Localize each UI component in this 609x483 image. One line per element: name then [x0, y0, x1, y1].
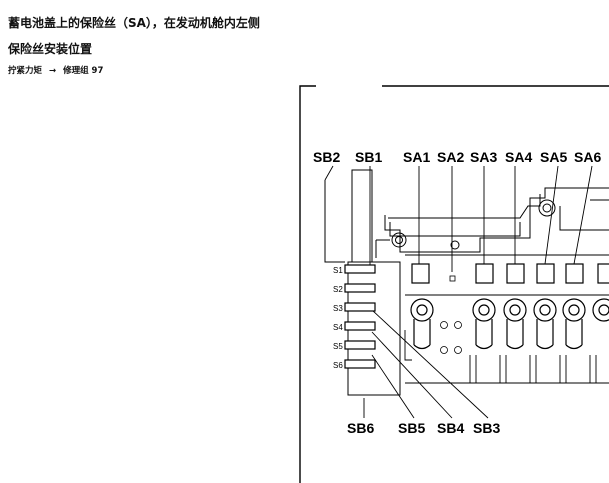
terminal-5 [562, 298, 586, 350]
label-sa6: SA6 [574, 149, 601, 165]
fuse-s4 [344, 321, 376, 331]
label-sa2: SA2 [437, 149, 464, 165]
label-sb2: SB2 [313, 149, 340, 165]
side-fuses [344, 264, 376, 369]
fuse-box-body [324, 169, 609, 396]
fuse-sa5 [536, 263, 555, 284]
label-sa4: SA4 [505, 149, 532, 165]
fuse-s2 [344, 283, 376, 293]
label-sb4: SB4 [437, 420, 464, 436]
terminals [410, 298, 609, 350]
fuse-sa3 [475, 263, 494, 284]
fuse-s6 [344, 359, 376, 369]
top-fuses [411, 263, 609, 284]
sa2-marker [449, 275, 456, 282]
label-sb5: SB5 [398, 420, 425, 436]
diagram-frame [299, 85, 609, 483]
torque-label: 拧紧力矩 [8, 66, 43, 76]
terminal-1 [410, 298, 434, 350]
terminal-4 [533, 298, 557, 350]
label-sa5: SA5 [540, 149, 567, 165]
label-s2: S2 [333, 285, 343, 294]
cables [404, 330, 597, 383]
section-heading: 保险丝安装位置 [8, 42, 93, 56]
fuse-s3 [344, 302, 376, 312]
terminal-6 [592, 298, 609, 322]
label-s3: S3 [333, 304, 343, 313]
terminal-2 [472, 298, 496, 350]
fuse-s5 [344, 340, 376, 350]
fuse-s1 [344, 264, 376, 274]
mounting-screws [391, 199, 556, 250]
arrow-icon: → [48, 66, 57, 76]
label-s4: S4 [333, 323, 343, 332]
fuse-sa1 [411, 263, 430, 284]
terminal-3 [503, 298, 527, 350]
label-s5: S5 [333, 342, 343, 351]
leader-lines [324, 165, 593, 419]
page-title: 蓄电池盖上的保险丝（SA），在发动机舱内左侧 [8, 16, 260, 30]
fuse-extra [597, 263, 609, 284]
label-s6: S6 [333, 361, 343, 370]
label-s1: S1 [333, 266, 343, 275]
label-sa1: SA1 [403, 149, 430, 165]
mounting-holes [440, 321, 462, 354]
torque-reference: 拧紧力矩 → 修理组 97 [8, 64, 103, 76]
repair-group-link[interactable]: 修理组 97 [63, 66, 104, 76]
label-sb3: SB3 [473, 420, 500, 436]
label-sb1: SB1 [355, 149, 382, 165]
fuse-sa6 [565, 263, 584, 284]
label-sa3: SA3 [470, 149, 497, 165]
label-sb6: SB6 [347, 420, 374, 436]
fuse-sa4 [506, 263, 525, 284]
